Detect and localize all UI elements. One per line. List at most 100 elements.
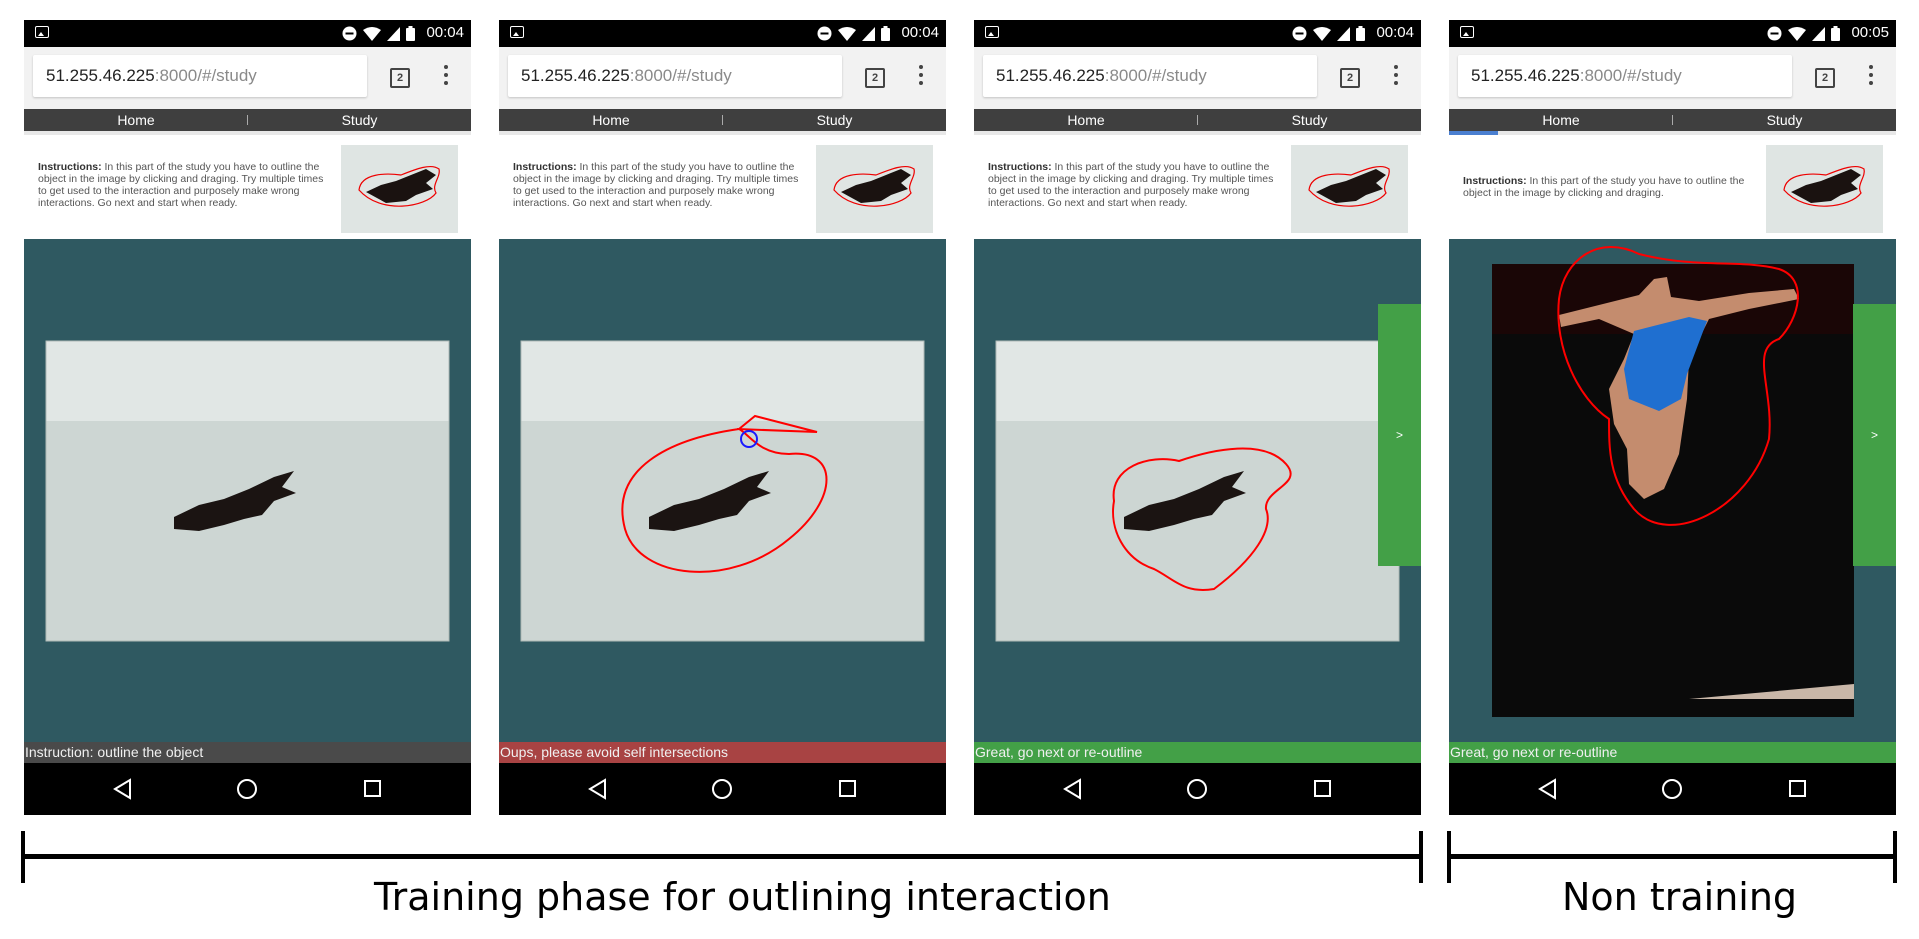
phone-screen-3: 00:04 51.255.46.225:8000/#/study 2 Home … bbox=[974, 20, 1421, 815]
nav-study-link[interactable]: Study bbox=[816, 112, 853, 128]
url-field[interactable]: 51.255.46.225:8000/#/study bbox=[33, 55, 367, 97]
non-training-bracket-line bbox=[1448, 854, 1896, 859]
home-button-icon[interactable] bbox=[237, 779, 257, 799]
image-notification-icon bbox=[35, 26, 49, 38]
nav-divider bbox=[1672, 115, 1673, 125]
next-button[interactable]: > bbox=[1378, 304, 1421, 566]
battery-icon bbox=[1831, 26, 1840, 41]
annotation-stage[interactable] bbox=[499, 239, 946, 742]
url-host: 51.255.46.225 bbox=[996, 66, 1105, 85]
status-message: Oups, please avoid self intersections bbox=[499, 742, 946, 763]
signal-icon bbox=[387, 26, 400, 41]
image-notification-icon bbox=[985, 26, 999, 38]
outline-stroke bbox=[1557, 245, 1799, 526]
instructions-label: Instructions: bbox=[988, 161, 1052, 173]
instructions-body: In this part of the study you have to ou… bbox=[988, 161, 1274, 209]
clock: 00:04 bbox=[1376, 24, 1414, 41]
nav-home-link[interactable]: Home bbox=[1542, 112, 1580, 128]
status-icons bbox=[817, 26, 890, 41]
study-progress-bar bbox=[974, 131, 1421, 135]
site-navbar: Home Study bbox=[974, 109, 1421, 131]
browser-toolbar: 51.255.46.225:8000/#/study 2 bbox=[499, 47, 946, 110]
skater-image[interactable] bbox=[24, 239, 471, 742]
browser-menu-icon[interactable] bbox=[1869, 65, 1873, 87]
recents-button-icon[interactable] bbox=[1314, 780, 1331, 797]
status-message: Great, go next or re-outline bbox=[974, 742, 1421, 763]
recents-button-icon[interactable] bbox=[839, 780, 856, 797]
nav-divider bbox=[247, 115, 248, 125]
training-bracket-left-tick bbox=[21, 831, 25, 883]
tab-switcher-button[interactable]: 2 bbox=[1340, 68, 1360, 88]
non-training-caption: Non training bbox=[1562, 875, 1798, 919]
signal-icon bbox=[1337, 26, 1350, 41]
android-nav-bar bbox=[24, 763, 471, 815]
url-host: 51.255.46.225 bbox=[1471, 66, 1580, 85]
browser-menu-icon[interactable] bbox=[919, 65, 923, 87]
next-button[interactable]: > bbox=[1853, 304, 1896, 566]
url-path: :8000/#/study bbox=[1104, 66, 1207, 85]
instructions-text: Instructions: In this part of the study … bbox=[988, 161, 1278, 209]
android-nav-bar bbox=[974, 763, 1421, 815]
tab-switcher-button[interactable]: 2 bbox=[390, 68, 410, 88]
back-button-icon[interactable] bbox=[588, 778, 606, 800]
phone-screen-1: 00:04 51.255.46.225:8000/#/study 2 Home … bbox=[24, 20, 471, 815]
annotation-stage[interactable] bbox=[24, 239, 471, 742]
instructions-text: Instructions: In this part of the study … bbox=[1463, 175, 1753, 199]
home-button-icon[interactable] bbox=[1662, 779, 1682, 799]
browser-menu-icon[interactable] bbox=[444, 65, 448, 87]
home-button-icon[interactable] bbox=[1187, 779, 1207, 799]
tab-switcher-button[interactable]: 2 bbox=[1815, 68, 1835, 88]
nav-study-link[interactable]: Study bbox=[1291, 112, 1328, 128]
browser-toolbar: 51.255.46.225:8000/#/study 2 bbox=[1449, 47, 1896, 110]
url-path: :8000/#/study bbox=[154, 66, 257, 85]
battery-icon bbox=[406, 26, 415, 41]
recents-button-icon[interactable] bbox=[364, 780, 381, 797]
browser-menu-icon[interactable] bbox=[1394, 65, 1398, 87]
do-not-disturb-icon bbox=[1767, 26, 1782, 41]
instructions-text: Instructions: In this part of the study … bbox=[38, 161, 328, 209]
do-not-disturb-icon bbox=[1292, 26, 1307, 41]
url-field[interactable]: 51.255.46.225:8000/#/study bbox=[983, 55, 1317, 97]
site-navbar: Home Study bbox=[1449, 109, 1896, 131]
tab-switcher-button[interactable]: 2 bbox=[865, 68, 885, 88]
url-host: 51.255.46.225 bbox=[521, 66, 630, 85]
clock: 00:04 bbox=[901, 24, 939, 41]
nav-home-link[interactable]: Home bbox=[1067, 112, 1105, 128]
instructions-label: Instructions: bbox=[1463, 175, 1527, 187]
wifi-icon bbox=[363, 26, 381, 41]
back-button-icon[interactable] bbox=[1063, 778, 1081, 800]
annotation-stage[interactable]: > bbox=[1449, 239, 1896, 742]
nav-home-link[interactable]: Home bbox=[592, 112, 630, 128]
recents-button-icon[interactable] bbox=[1789, 780, 1806, 797]
signal-icon bbox=[862, 26, 875, 41]
browser-toolbar: 51.255.46.225:8000/#/study 2 bbox=[24, 47, 471, 110]
android-nav-bar bbox=[499, 763, 946, 815]
nav-study-link[interactable]: Study bbox=[341, 112, 378, 128]
back-button-icon[interactable] bbox=[113, 778, 131, 800]
annotation-stage[interactable]: > bbox=[974, 239, 1421, 742]
skater-image[interactable] bbox=[499, 239, 946, 742]
url-field[interactable]: 51.255.46.225:8000/#/study bbox=[1458, 55, 1792, 97]
home-button-icon[interactable] bbox=[712, 779, 732, 799]
battery-icon bbox=[881, 26, 890, 41]
wifi-icon bbox=[1788, 26, 1806, 41]
phone-screen-2: 00:04 51.255.46.225:8000/#/study 2 Home … bbox=[499, 20, 946, 815]
training-caption: Training phase for outlining interaction bbox=[374, 875, 1111, 919]
instructions-body: In this part of the study you have to ou… bbox=[513, 161, 799, 209]
url-field[interactable]: 51.255.46.225:8000/#/study bbox=[508, 55, 842, 97]
training-bracket-right-tick bbox=[1419, 831, 1423, 883]
back-button-icon[interactable] bbox=[1538, 778, 1556, 800]
url-path: :8000/#/study bbox=[1579, 66, 1682, 85]
status-bar: 00:04 bbox=[499, 20, 946, 47]
gymnast-image[interactable] bbox=[1449, 239, 1896, 742]
status-bar: 00:05 bbox=[1449, 20, 1896, 47]
nav-study-link[interactable]: Study bbox=[1766, 112, 1803, 128]
skater-image[interactable] bbox=[974, 239, 1421, 742]
url-host: 51.255.46.225 bbox=[46, 66, 155, 85]
do-not-disturb-icon bbox=[817, 26, 832, 41]
non-training-bracket-right-tick bbox=[1893, 831, 1897, 883]
status-icons bbox=[1767, 26, 1840, 41]
nav-home-link[interactable]: Home bbox=[117, 112, 155, 128]
example-thumbnail bbox=[341, 145, 458, 233]
android-nav-bar bbox=[1449, 763, 1896, 815]
